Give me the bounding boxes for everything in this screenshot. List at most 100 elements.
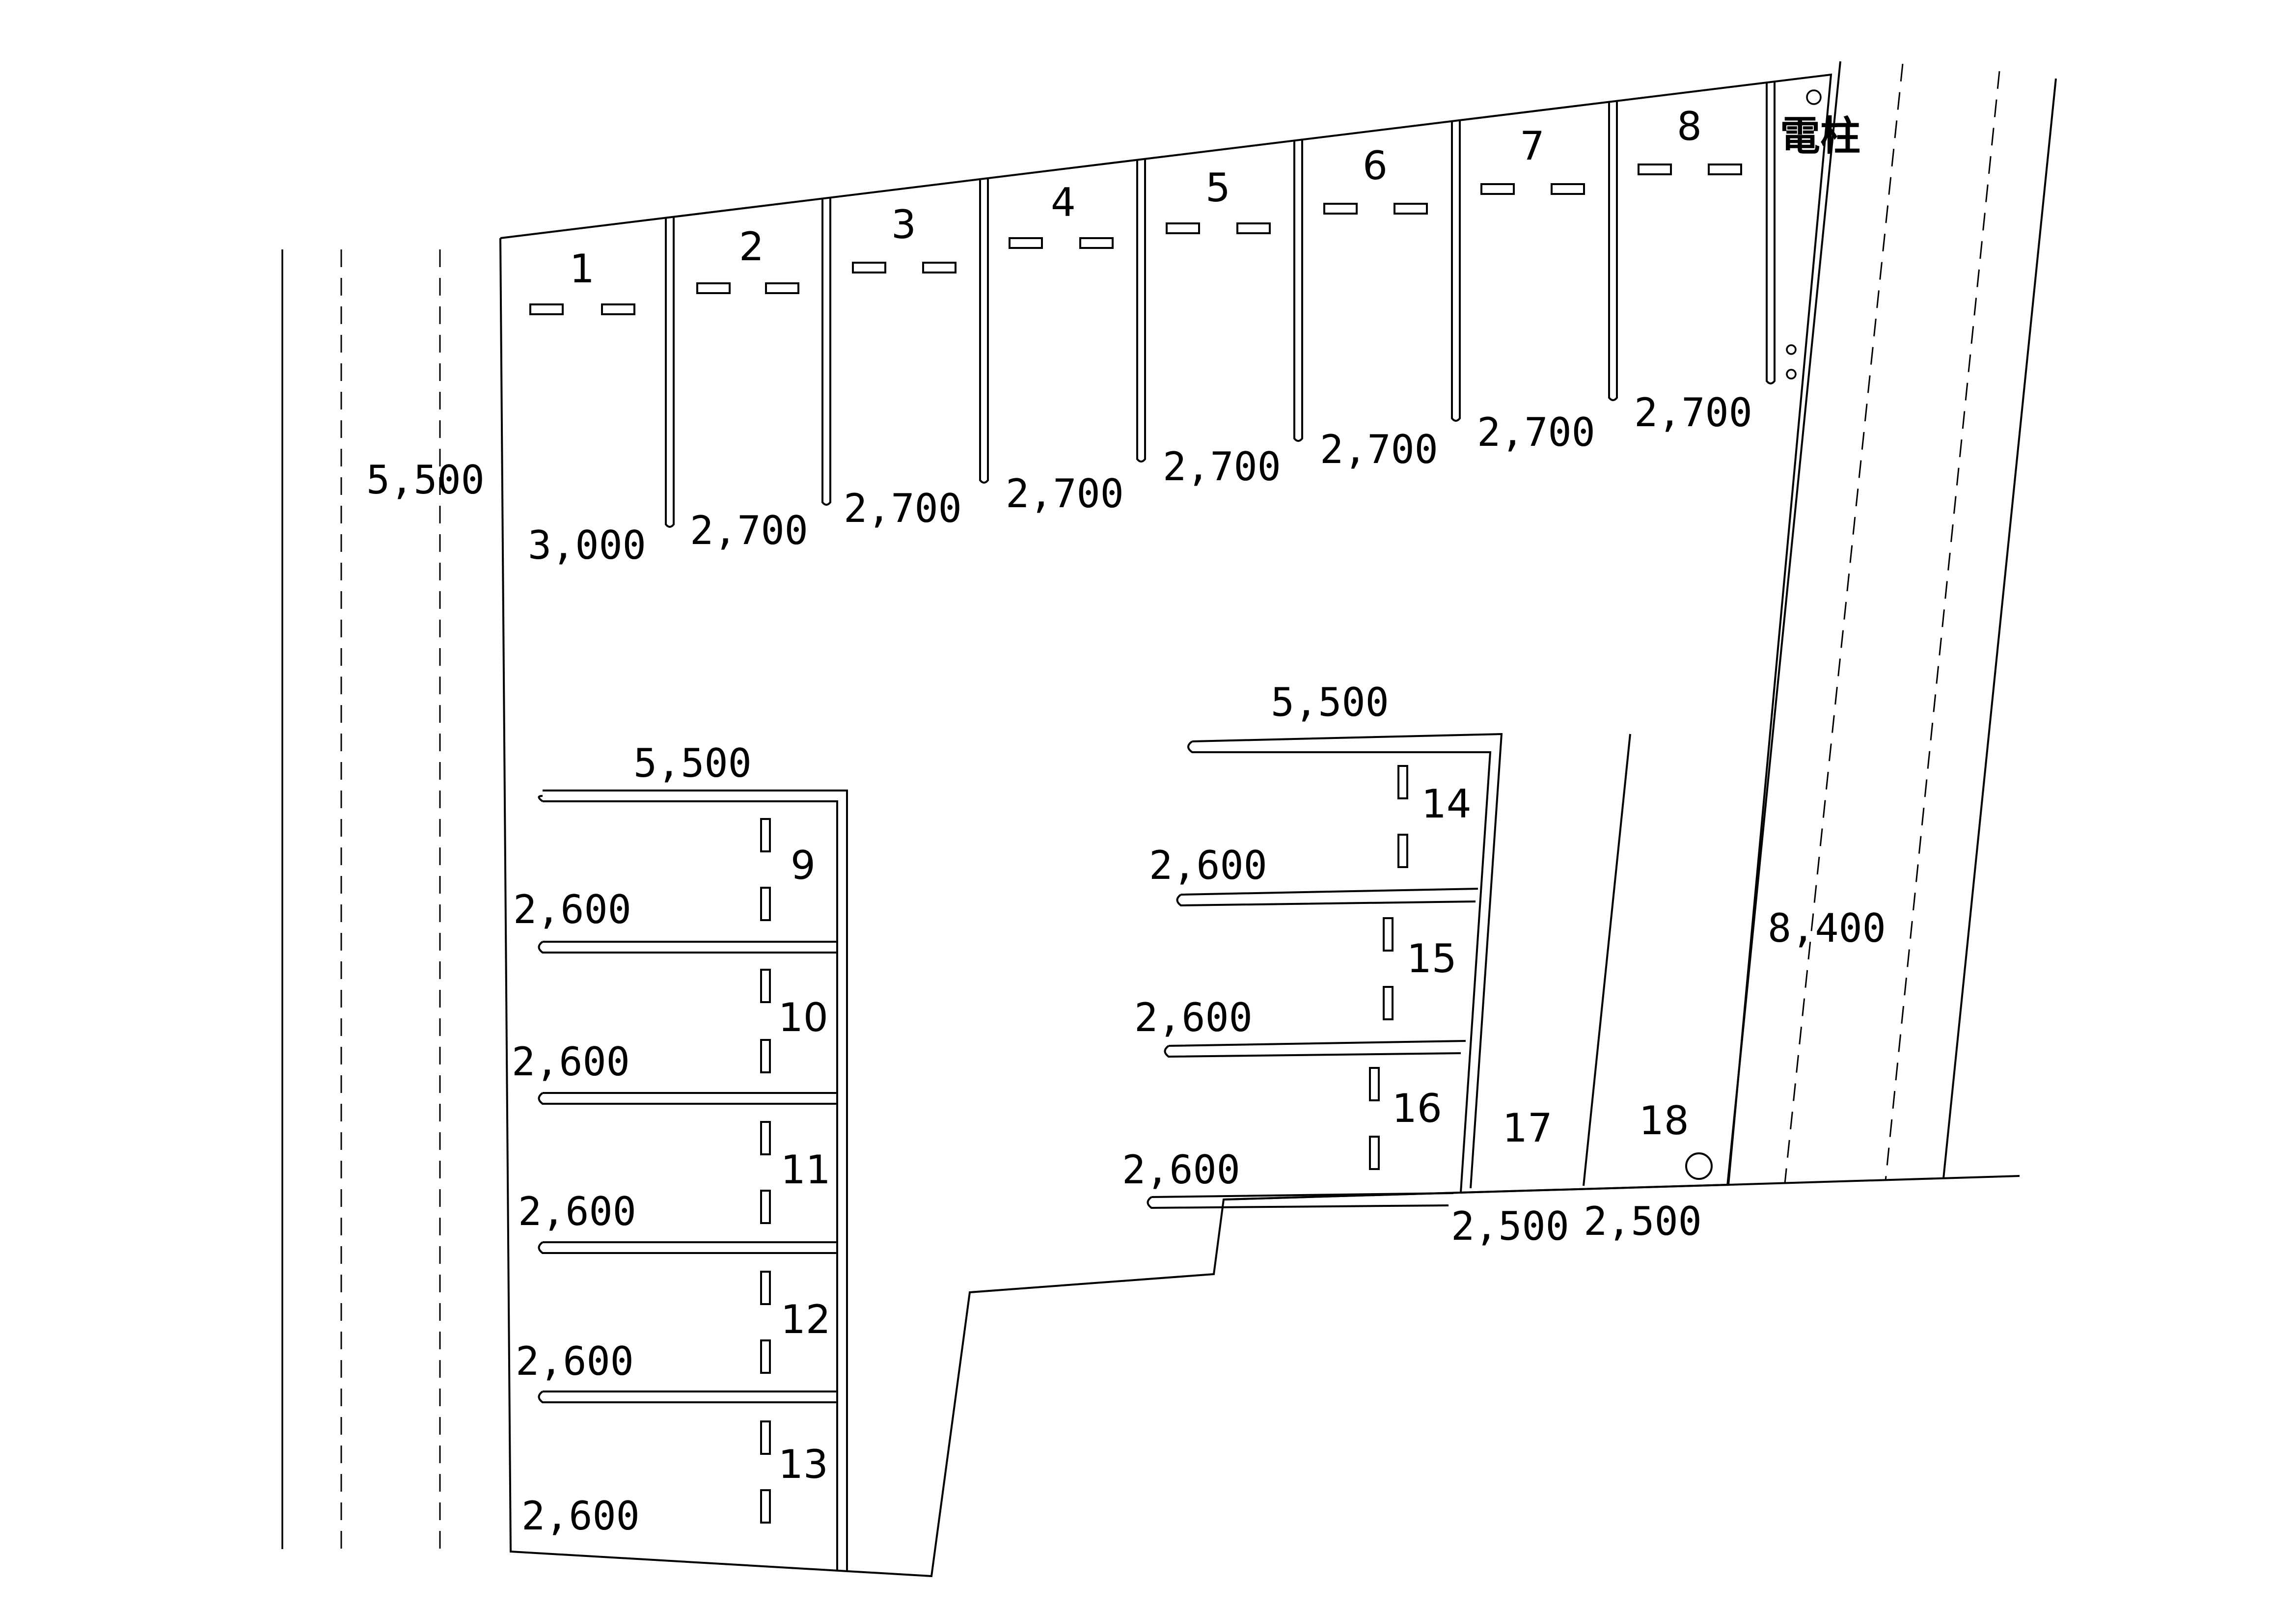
wheel-stopper xyxy=(760,1420,771,1455)
depth-dimension: 5,500 xyxy=(366,457,485,503)
wheel-stopper xyxy=(760,1039,771,1073)
width-dimension: 2,600 xyxy=(518,1189,636,1234)
divider-mid-16 xyxy=(1147,1192,1454,1209)
wheel-stopper xyxy=(760,1190,771,1224)
wheel-stopper xyxy=(1397,765,1408,799)
wheel-stopper xyxy=(529,303,564,315)
left-block-inner-frame xyxy=(538,795,838,1571)
road-dashed-line xyxy=(1784,63,1904,1184)
wheel-stopper xyxy=(765,282,799,294)
front-edge-line xyxy=(1223,1184,1729,1200)
wheel-stopper xyxy=(1166,222,1200,234)
width-dimension: 2,600 xyxy=(521,1493,640,1539)
space-number: 18 xyxy=(1639,1098,1689,1144)
space-number: 10 xyxy=(778,995,828,1040)
wheel-stopper xyxy=(1383,917,1394,952)
space-number: 11 xyxy=(781,1147,831,1193)
top-row-wheel-stoppers xyxy=(529,164,1742,315)
divider-top-4 xyxy=(979,179,989,484)
space-number: 17 xyxy=(1503,1105,1553,1151)
wheel-stopper xyxy=(1369,1136,1380,1170)
space-number: 12 xyxy=(781,1297,831,1342)
wheel-stopper xyxy=(922,262,957,273)
width-dimension: 2,700 xyxy=(1006,471,1124,517)
wheel-stopper xyxy=(760,818,771,852)
width-dimension: 2,600 xyxy=(516,1338,634,1384)
divider-top-3 xyxy=(821,198,831,506)
width-dimension: 2,500 xyxy=(1451,1203,1569,1249)
utility-pole-marker xyxy=(1806,89,1822,105)
middle-block-frame xyxy=(1187,733,1503,1193)
top-row-labels: 1 2 3 4 5 6 7 8 3,000 2,700 2,700 2,700 … xyxy=(366,104,1752,568)
space-number: 4 xyxy=(1051,180,1076,225)
width-dimension: 2,500 xyxy=(1584,1199,1702,1244)
wheel-stopper xyxy=(1638,164,1672,175)
width-dimension: 2,600 xyxy=(1122,1147,1240,1193)
middle-block: 5,500 14 15 16 2,600 2,600 2,600 xyxy=(1122,680,1503,1209)
space-number: 6 xyxy=(1363,143,1388,189)
wheel-stopper xyxy=(1369,1067,1380,1101)
divider-mid-15 xyxy=(1164,1040,1466,1058)
wheel-stopper xyxy=(760,1121,771,1155)
manhole-marker xyxy=(1685,1152,1713,1180)
wheel-stopper xyxy=(696,282,731,294)
wheel-stopper xyxy=(1708,164,1742,175)
wheel-stopper xyxy=(760,1489,771,1524)
wheel-stopper xyxy=(1397,834,1408,868)
wheel-stopper xyxy=(760,969,771,1003)
depth-dimension: 5,500 xyxy=(1271,680,1389,725)
divider-top-7 xyxy=(1451,120,1461,422)
width-dimension: 2,700 xyxy=(1477,409,1595,455)
right-spaces: 17 18 2,500 2,500 8,400 xyxy=(1223,734,1886,1249)
utility-pole: 電柱 xyxy=(1780,89,1860,380)
road-dashed-line xyxy=(1885,71,2000,1181)
left-road xyxy=(281,249,441,1549)
width-dimension: 2,700 xyxy=(844,486,962,531)
divider-left-12 xyxy=(538,1391,837,1403)
wheel-stopper xyxy=(601,303,635,315)
space-number: 14 xyxy=(1421,781,1472,827)
wheel-stopper xyxy=(1236,222,1271,234)
divider-mid-14 xyxy=(1176,888,1478,907)
wheel-stopper xyxy=(1383,986,1394,1020)
space-number: 16 xyxy=(1392,1086,1442,1131)
space-number: 1 xyxy=(570,246,595,292)
space-number: 13 xyxy=(778,1442,828,1487)
wheel-stopper xyxy=(760,1339,771,1374)
wheel-stopper xyxy=(852,262,886,273)
top-row-dividers xyxy=(665,81,1776,528)
width-dimension: 2,600 xyxy=(1134,995,1253,1040)
wheel-stopper xyxy=(1009,237,1043,249)
width-dimension: 2,600 xyxy=(512,1039,630,1085)
utility-pole-label: 電柱 xyxy=(1780,113,1860,160)
depth-dimension: 8,400 xyxy=(1768,905,1886,951)
left-block-frame xyxy=(543,790,848,1571)
space-number: 8 xyxy=(1677,104,1702,149)
width-dimension: 2,700 xyxy=(1320,427,1438,472)
pole-guy-marker xyxy=(1786,344,1797,355)
road-edge-line xyxy=(1942,78,2057,1179)
pole-guy-marker xyxy=(1786,369,1797,380)
front-road-line xyxy=(1728,1175,2020,1186)
width-dimension: 2,600 xyxy=(513,887,631,932)
divider-left-11 xyxy=(538,1241,837,1254)
width-dimension: 2,700 xyxy=(1634,390,1752,436)
wheel-stopper xyxy=(1394,203,1428,215)
space-number: 3 xyxy=(891,202,916,247)
divider-top-2 xyxy=(665,218,675,528)
width-dimension: 3,000 xyxy=(528,522,646,568)
space-number: 15 xyxy=(1407,936,1457,982)
width-dimension: 2,600 xyxy=(1149,843,1267,888)
space-number: 7 xyxy=(1520,123,1545,169)
space-number: 2 xyxy=(739,224,764,270)
divider-left-9 xyxy=(538,941,837,954)
space-number: 9 xyxy=(791,843,816,888)
space-number: 5 xyxy=(1205,165,1230,211)
wheel-stopper xyxy=(1551,183,1585,195)
wheel-stopper xyxy=(1323,203,1358,215)
wheel-stopper xyxy=(760,887,771,921)
width-dimension: 2,700 xyxy=(1163,444,1281,490)
depth-dimension: 5,500 xyxy=(633,740,752,786)
lot-boundary xyxy=(499,73,1832,1578)
